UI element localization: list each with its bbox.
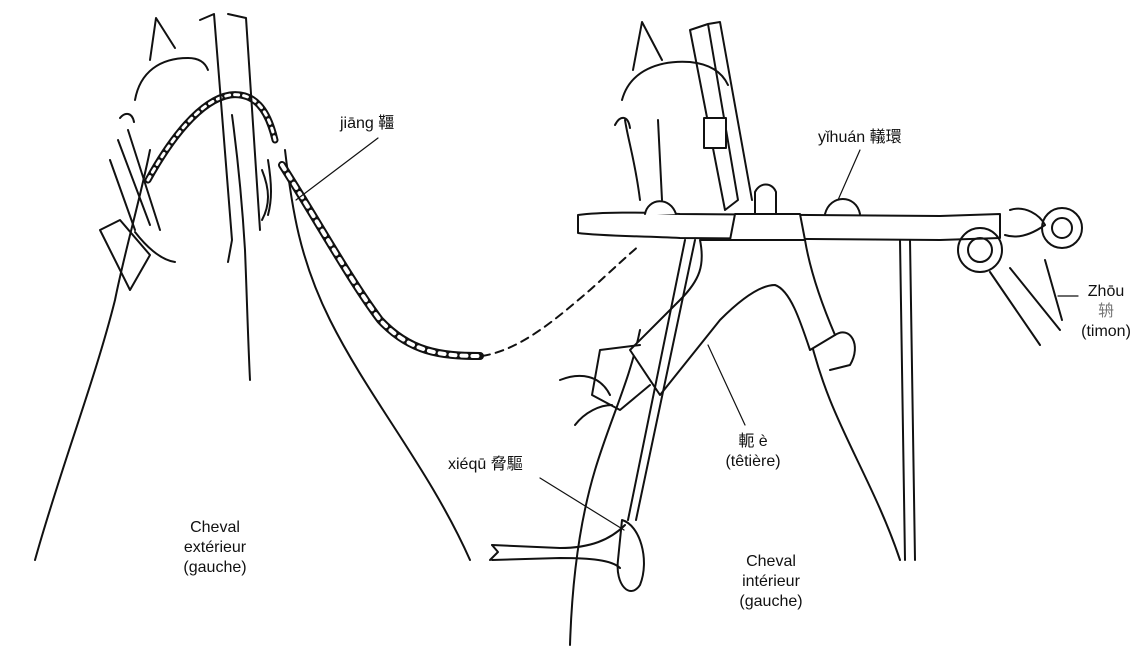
yihuan-leader <box>838 150 860 200</box>
inner-horse-left-ear <box>633 22 662 70</box>
inner-horse-head-outline <box>622 62 728 100</box>
label-zhou-name: Zhōu <box>1074 282 1138 302</box>
label-xiequ: xiéqū 脅驅 <box>448 455 523 475</box>
yihuan-ring-center <box>825 199 860 214</box>
outer-horse-bridle <box>100 114 160 290</box>
e-leader <box>708 345 745 425</box>
outer-horse-rein <box>282 165 480 356</box>
label-jiang: jiāng 韁 <box>340 114 394 134</box>
label-zhou-french: (timon) <box>1074 322 1138 342</box>
shaft-bar <box>492 525 625 568</box>
e-yoke-saddle <box>630 240 835 395</box>
label-inner-horse: Cheval intérieur (gauche) <box>716 552 826 612</box>
label-outer-line2: extérieur <box>160 538 270 558</box>
label-inner-line1: Cheval <box>716 552 826 572</box>
outer-horse-noseband <box>135 232 175 262</box>
label-inner-line3: (gauche) <box>716 592 826 612</box>
label-e: 軛 è (têtière) <box>708 432 798 472</box>
label-yihuan: yǐhuán 轙環 <box>818 128 902 148</box>
inner-horse-bridle <box>615 118 662 200</box>
label-e-french: (têtière) <box>708 452 798 472</box>
label-e-name: 軛 è <box>708 432 798 452</box>
zhou-ring-2 <box>1042 208 1082 248</box>
yoke-center-clamp <box>730 214 805 240</box>
jiang-leader <box>296 138 378 200</box>
label-outer-line1: Cheval <box>160 518 270 538</box>
label-inner-line2: intérieur <box>716 572 826 592</box>
label-zhou-char: 辀 <box>1074 302 1138 322</box>
inner-horse-neck-left <box>570 330 640 645</box>
zhou-timon <box>990 260 1062 345</box>
xiequ-device <box>618 520 644 591</box>
outer-horse-strap <box>200 14 260 262</box>
yoke-center-post <box>755 185 776 215</box>
rein-dashed-link <box>482 245 640 356</box>
label-outer-horse: Cheval extérieur (gauche) <box>160 518 270 578</box>
outer-horse <box>35 14 480 560</box>
outer-horse-left-ear <box>150 18 175 60</box>
outer-horse-mane <box>232 115 250 380</box>
inner-horse-collar-straps <box>690 22 752 210</box>
label-zhou: Zhōu 辀 (timon) <box>1074 282 1138 342</box>
outer-horse-neck-left <box>35 150 150 560</box>
yihuan-ring-left <box>645 201 676 214</box>
outer-horse-head-outline <box>135 58 208 100</box>
label-outer-line3: (gauche) <box>160 558 270 578</box>
